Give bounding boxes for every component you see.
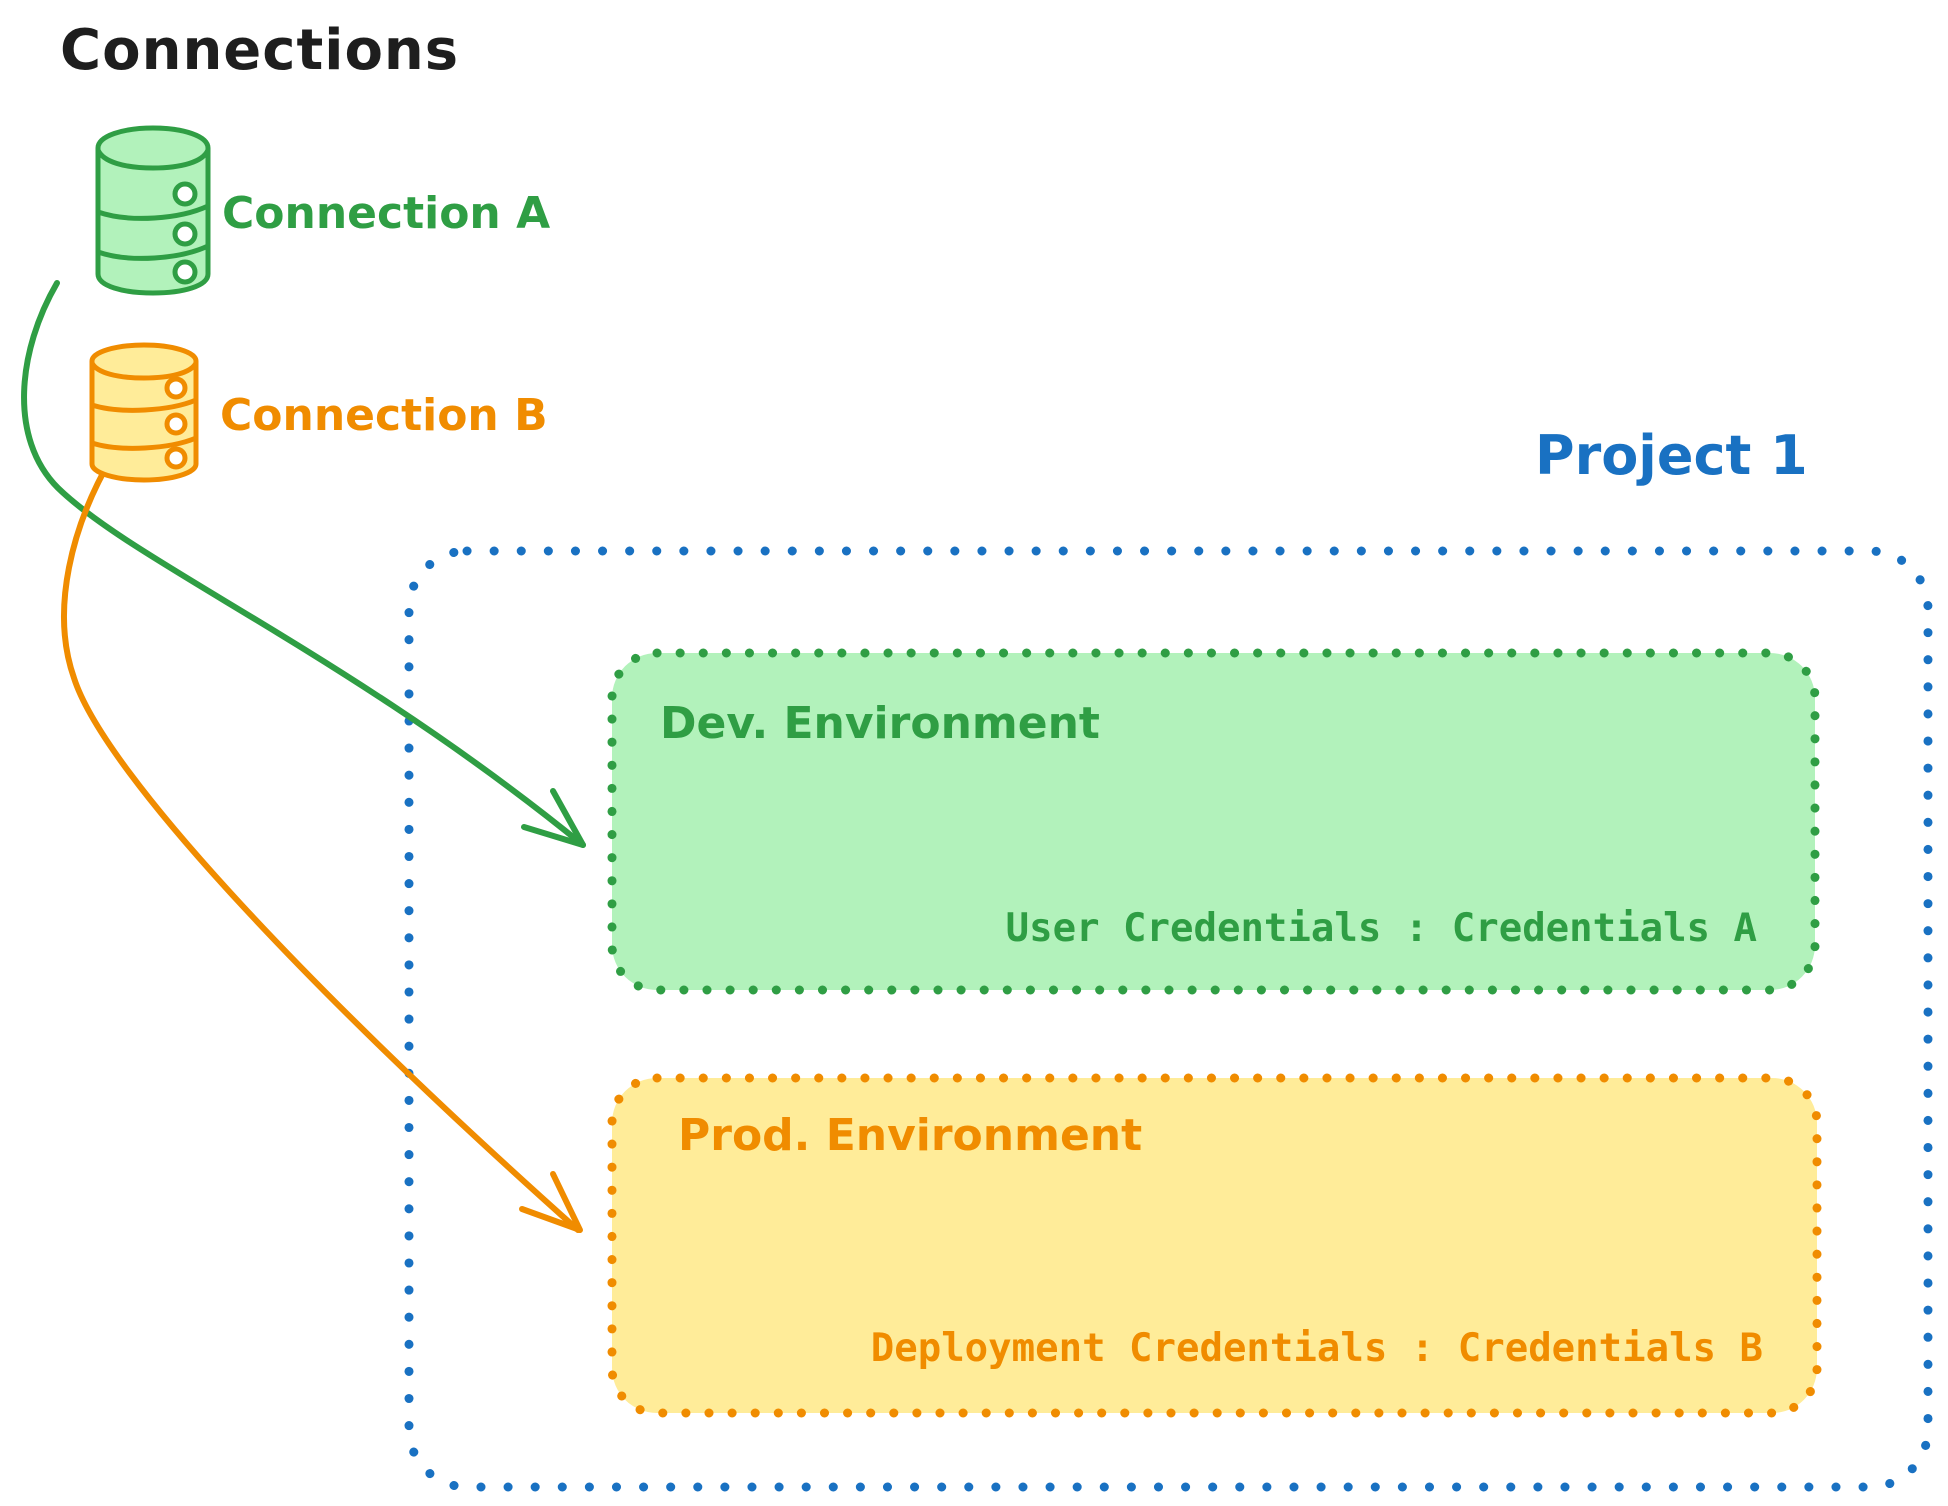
project-boundary-box [404,546,1933,1492]
dev-environment-title: Dev. Environment [660,698,1100,749]
connection-b-arrow [61,454,583,1233]
diagram-title: Connections [60,18,460,83]
connection-a-database-icon [95,125,211,296]
prod-environment-title: Prod. Environment [678,1110,1143,1161]
dev-environment-credentials: User Credentials : Credentials A [1005,906,1757,951]
connection-b-database-icon [89,342,199,483]
project-label: Project 1 [1535,424,1808,487]
prod-environment-credentials: Deployment Credentials : Credentials B [870,1326,1763,1371]
prod-environment-box [607,1073,1822,1418]
connection-b-label: Connection B [220,390,548,441]
connection-a-label: Connection A [222,188,551,239]
arrowhead-icon [519,1171,583,1233]
connection-a-arrow [21,280,586,848]
arrowhead-icon [521,788,586,848]
dev-environment-box [607,648,1820,995]
